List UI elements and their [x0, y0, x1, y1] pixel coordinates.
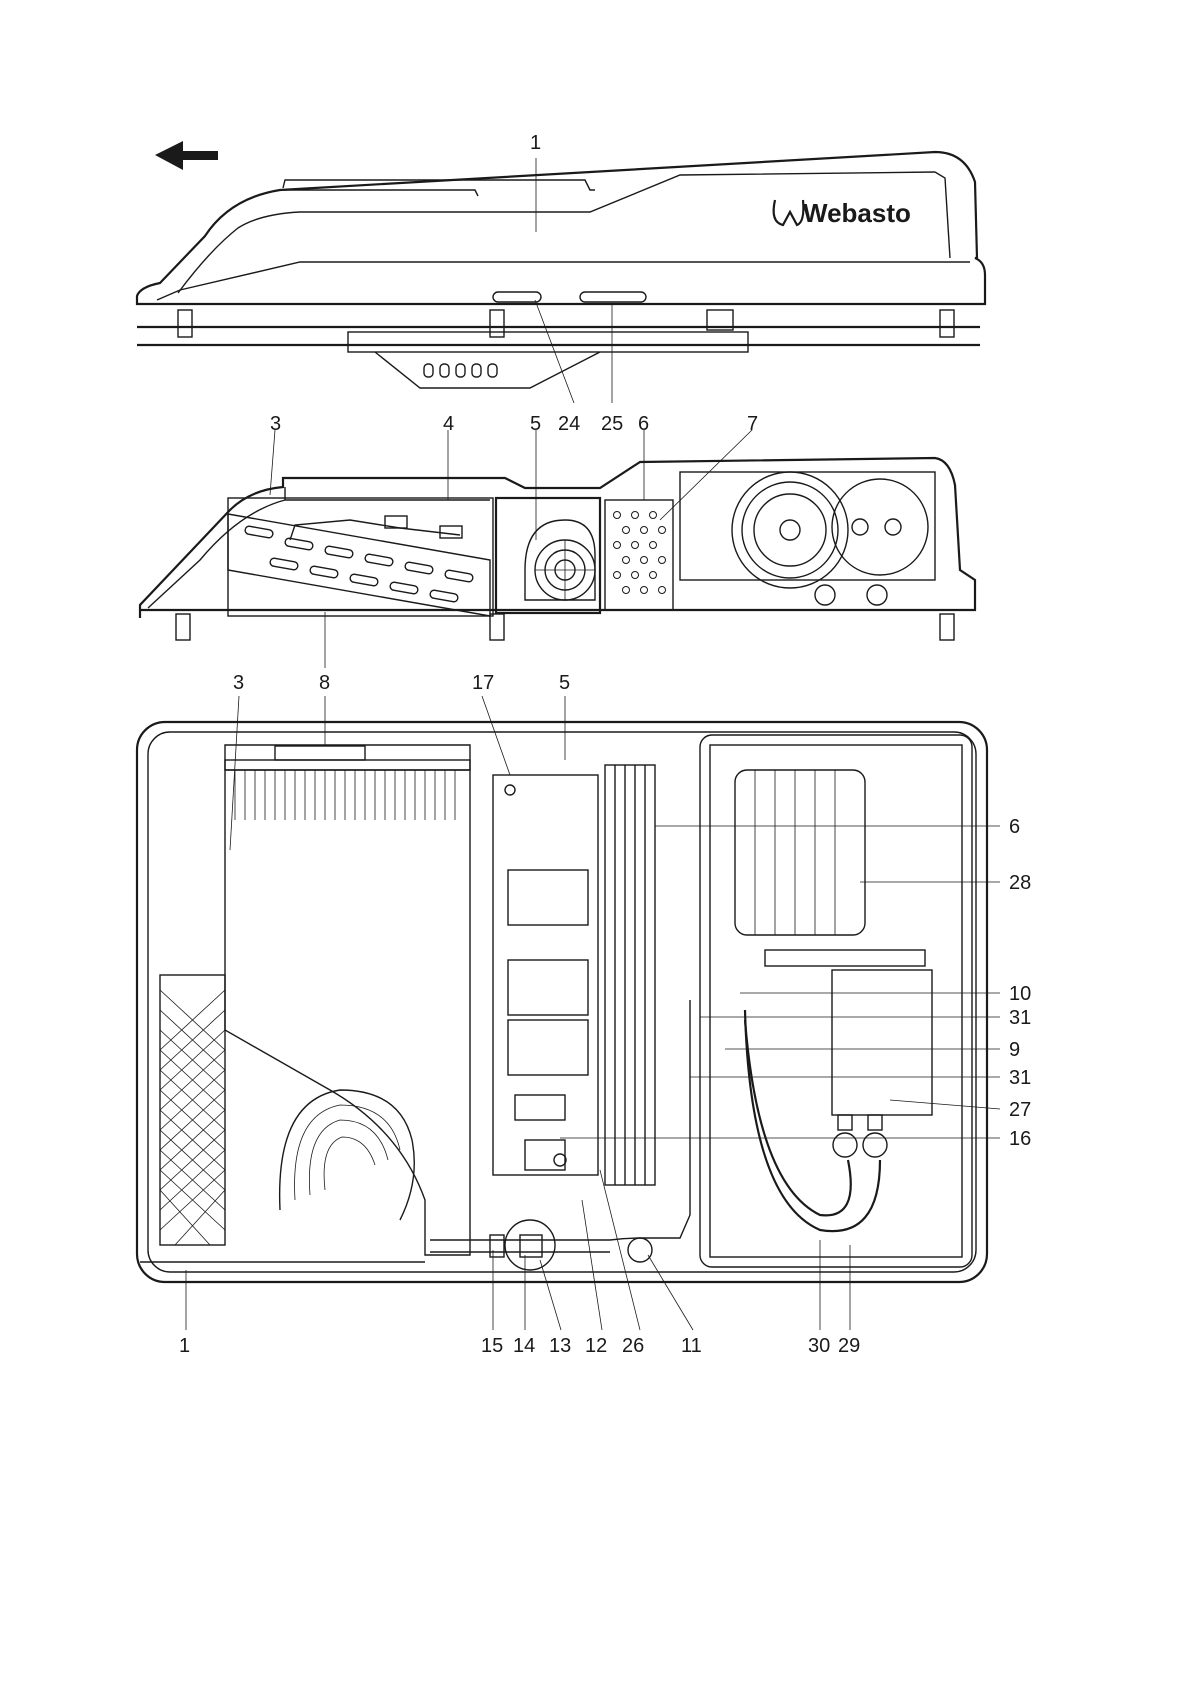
- callout-side-7: 7: [747, 413, 758, 435]
- webasto-logo: Webasto: [774, 198, 911, 228]
- callout-plan-10: 10: [1009, 983, 1031, 1005]
- exterior-side-view: Webasto: [137, 152, 985, 403]
- callout-side-3: 3: [270, 413, 281, 435]
- callout-top-1: 1: [530, 132, 541, 154]
- svg-text:Webasto: Webasto: [803, 198, 911, 228]
- blower-fan: [525, 520, 595, 600]
- refrigerant-pipework: [430, 1000, 690, 1270]
- callout-plan-13: 13: [549, 1335, 571, 1357]
- condenser-perforation: [614, 512, 666, 594]
- callout-plan-14: 14: [513, 1335, 535, 1357]
- receiver-drier: [832, 970, 932, 1157]
- callout-plan-29: 29: [838, 1335, 860, 1357]
- compressor-motor: [832, 479, 928, 575]
- callout-plan-8: 8: [319, 672, 330, 694]
- refrigerant-hoses: [745, 1010, 880, 1231]
- callout-plan-28: 28: [1009, 872, 1031, 894]
- led-indicator-row: [424, 364, 497, 377]
- callout-plan-26: 26: [622, 1335, 644, 1357]
- callout-side-4: 4: [443, 413, 454, 435]
- condenser-tubes: [605, 765, 655, 1185]
- air-intake-grille: [160, 975, 225, 1245]
- callout-plan-31b: 31: [1009, 1067, 1031, 1089]
- callout-side-6: 6: [638, 413, 649, 435]
- callout-plan-12: 12: [585, 1335, 607, 1357]
- callout-plan-31a: 31: [1009, 1007, 1031, 1029]
- callout-plan-30: 30: [808, 1335, 830, 1357]
- callout-plan-11: 11: [681, 1335, 702, 1357]
- evaporator-fins: [225, 770, 470, 820]
- callout-top-24: 24: [558, 413, 580, 435]
- callout-plan-3: 3: [233, 672, 244, 694]
- arrow-left-icon: [155, 141, 218, 170]
- callout-plan-27: 27: [1009, 1099, 1031, 1121]
- callout-plan-17: 17: [472, 672, 494, 694]
- side-cutaway-view: [140, 430, 975, 668]
- callout-plan-6: 6: [1009, 816, 1020, 838]
- plan-view: [137, 696, 1000, 1330]
- callout-plan-5: 5: [559, 672, 570, 694]
- callout-plan-1: 1: [179, 1335, 190, 1357]
- callout-side-5: 5: [530, 413, 541, 435]
- condenser-fan-wheel: [732, 472, 848, 588]
- callout-top-25: 25: [601, 413, 623, 435]
- blower-wheel: [280, 1090, 415, 1220]
- callout-plan-9: 9: [1009, 1039, 1020, 1061]
- compressor-motor-top: [735, 770, 925, 966]
- control-box: [493, 775, 598, 1175]
- callout-plan-16: 16: [1009, 1128, 1031, 1150]
- callout-plan-15: 15: [481, 1335, 503, 1357]
